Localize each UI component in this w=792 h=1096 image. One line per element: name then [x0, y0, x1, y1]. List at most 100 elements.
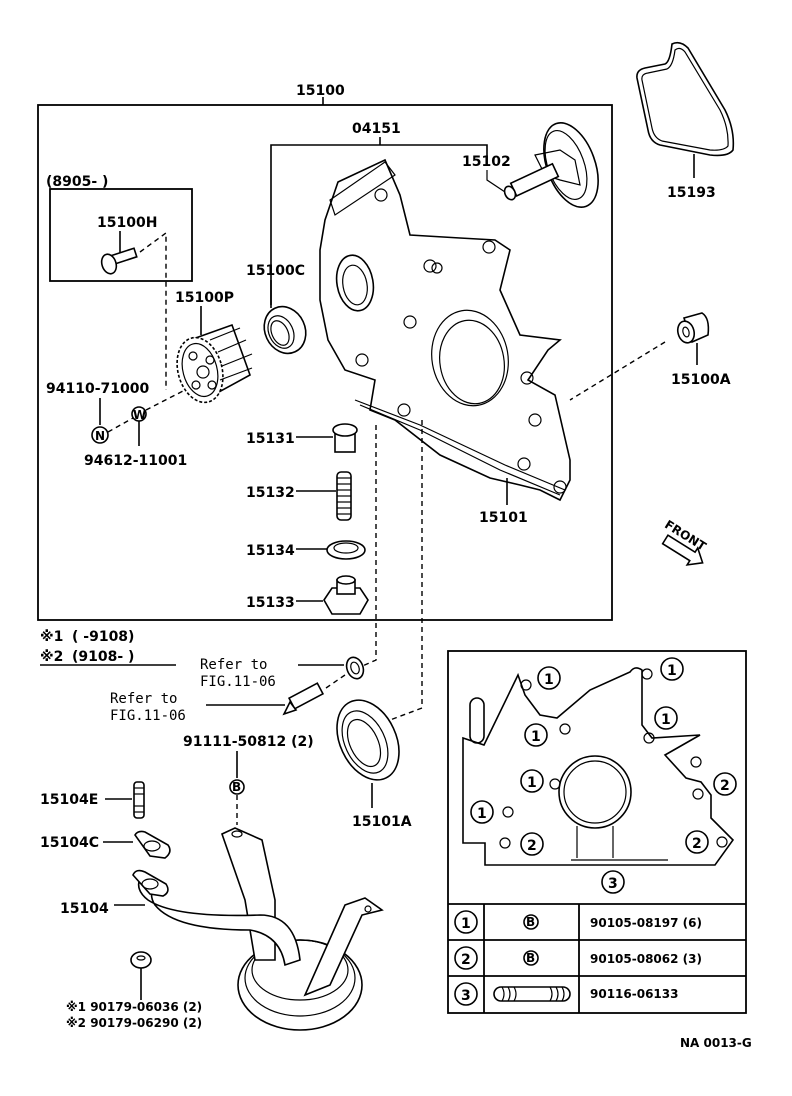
label-15193[interactable]: 15193: [667, 185, 716, 201]
label-15100C[interactable]: 15100C: [246, 263, 305, 279]
bolt-table-row-1: 1 B 90105-08197 (6): [454, 910, 702, 934]
svg-text:1: 1: [477, 806, 487, 822]
plug-15133: [323, 575, 369, 615]
label-90179-06036[interactable]: ※1 90179-06036 (2): [66, 1000, 202, 1014]
label-15100P[interactable]: 15100P: [175, 290, 234, 306]
inset-callout-1a: 1: [537, 666, 561, 690]
svg-text:2: 2: [461, 952, 471, 968]
inset-callout-2b: 2: [520, 832, 544, 856]
label-8905-range: (8905- ): [46, 174, 108, 190]
bolt-location-inset: [447, 650, 747, 1014]
label-94110-71000[interactable]: 94110-71000: [46, 381, 149, 397]
bolt-b-icon: [523, 950, 539, 966]
figure-code: NA 0013-G: [680, 1036, 752, 1050]
refer1-line2[interactable]: FIG.11-06: [200, 674, 276, 690]
bracket-04151: [270, 144, 488, 305]
label-15102[interactable]: 15102: [462, 154, 511, 170]
label-91111-50812[interactable]: 91111-50812 (2): [183, 734, 314, 750]
label-15133[interactable]: 15133: [246, 595, 295, 611]
refer2-line2[interactable]: FIG.11-06: [110, 708, 186, 724]
bolt-b-icon: [229, 779, 245, 795]
part-90116-06133[interactable]: 90116-06133: [590, 987, 678, 1001]
bolt-b-mark: B: [232, 780, 241, 794]
dashline-plug: [139, 231, 167, 390]
svg-text:1: 1: [461, 916, 471, 932]
plug-inset-box: [49, 188, 193, 282]
svg-text:1: 1: [527, 775, 537, 791]
svg-text:1: 1: [667, 663, 677, 679]
nut-n-mark: N: [95, 429, 105, 443]
plug-15100H: [100, 247, 138, 275]
oil-pump-body-15101: [319, 158, 571, 502]
note2-mark: ※2: [40, 649, 63, 665]
front-arrow-icon: FRONT: [661, 517, 709, 566]
inset-callout-2a: 2: [713, 772, 737, 796]
label-04151[interactable]: 04151: [352, 121, 401, 137]
stud-icon: [493, 986, 571, 1002]
bolt-table-row-2: 2 B 90105-08062 (3): [454, 946, 702, 970]
washer-w-mark: W: [133, 408, 146, 422]
svg-text:B: B: [526, 951, 535, 965]
part-90105-08197[interactable]: 90105-08197 (6): [590, 916, 702, 930]
note2-range: (9108- ): [72, 649, 134, 665]
gasket-15104C: [134, 830, 171, 859]
label-15131[interactable]: 15131: [246, 431, 295, 447]
inset-callout-1e: 1: [520, 769, 544, 793]
strainer-15104: [132, 827, 384, 1031]
svg-text:3: 3: [461, 988, 471, 1004]
rotor-15102: [503, 122, 599, 208]
label-15100H[interactable]: 15100H: [97, 215, 157, 231]
refer2-line1[interactable]: Refer to: [110, 691, 177, 707]
part-90105-08062[interactable]: 90105-08062 (3): [590, 952, 702, 966]
label-15104C[interactable]: 15104C: [40, 835, 99, 851]
pulley-15100P: [176, 323, 253, 404]
note1-range: ( -9108): [72, 629, 134, 645]
inset-gasket-outline: [462, 667, 735, 866]
valve-15131: [332, 423, 358, 453]
svg-text:2: 2: [720, 778, 730, 794]
nut-n-icon: [91, 426, 109, 444]
inset-callout-2c: 2: [685, 830, 709, 854]
label-15104E[interactable]: 15104E: [40, 792, 98, 808]
inset-callout-1d: 1: [524, 723, 548, 747]
label-15100[interactable]: 15100: [296, 83, 345, 99]
label-15101A[interactable]: 15101A: [352, 814, 412, 830]
label-15134[interactable]: 15134: [246, 543, 295, 559]
gasket-15134: [326, 540, 366, 560]
nut-90179: [130, 951, 152, 969]
svg-text:1: 1: [531, 729, 541, 745]
dashline-body-1: [357, 425, 377, 669]
label-15101[interactable]: 15101: [479, 510, 528, 526]
bolt-table-row-3: 3 90116-06133: [454, 982, 678, 1006]
label-94612-11001[interactable]: 94612-11001: [84, 453, 187, 469]
refer1-line1[interactable]: Refer to: [200, 657, 267, 673]
sensor-ref-fig1106: [282, 682, 325, 716]
inset-callout-1f: 1: [470, 800, 494, 824]
label-15104[interactable]: 15104: [60, 901, 109, 917]
seal-15100C: [263, 305, 307, 355]
pin-15100A: [676, 312, 710, 344]
stud-15104E: [133, 781, 145, 819]
svg-text:1: 1: [661, 712, 671, 728]
spring-15132: [336, 471, 352, 521]
svg-text:2: 2: [527, 838, 537, 854]
svg-text:3: 3: [608, 876, 618, 892]
assembly-box-15100: [37, 104, 613, 621]
dashline-n-w: [107, 417, 134, 433]
dashline-w-pulley: [145, 389, 186, 411]
svg-text:B: B: [526, 915, 535, 929]
dashline-pin: [569, 341, 666, 401]
bolt-b-icon: [523, 914, 539, 930]
dashline-ref: [325, 674, 346, 689]
label-15100A[interactable]: 15100A: [671, 372, 731, 388]
gasket-15193: [636, 41, 735, 157]
leader-15102: [486, 170, 506, 193]
inset-callout-3: 3: [601, 870, 625, 894]
svg-text:1: 1: [544, 672, 554, 688]
label-15132[interactable]: 15132: [246, 485, 295, 501]
inset-callout-1b: 1: [660, 657, 684, 681]
label-90179-06290[interactable]: ※2 90179-06290 (2): [66, 1016, 202, 1030]
note1-mark: ※1: [40, 629, 63, 645]
svg-text:2: 2: [692, 836, 702, 852]
